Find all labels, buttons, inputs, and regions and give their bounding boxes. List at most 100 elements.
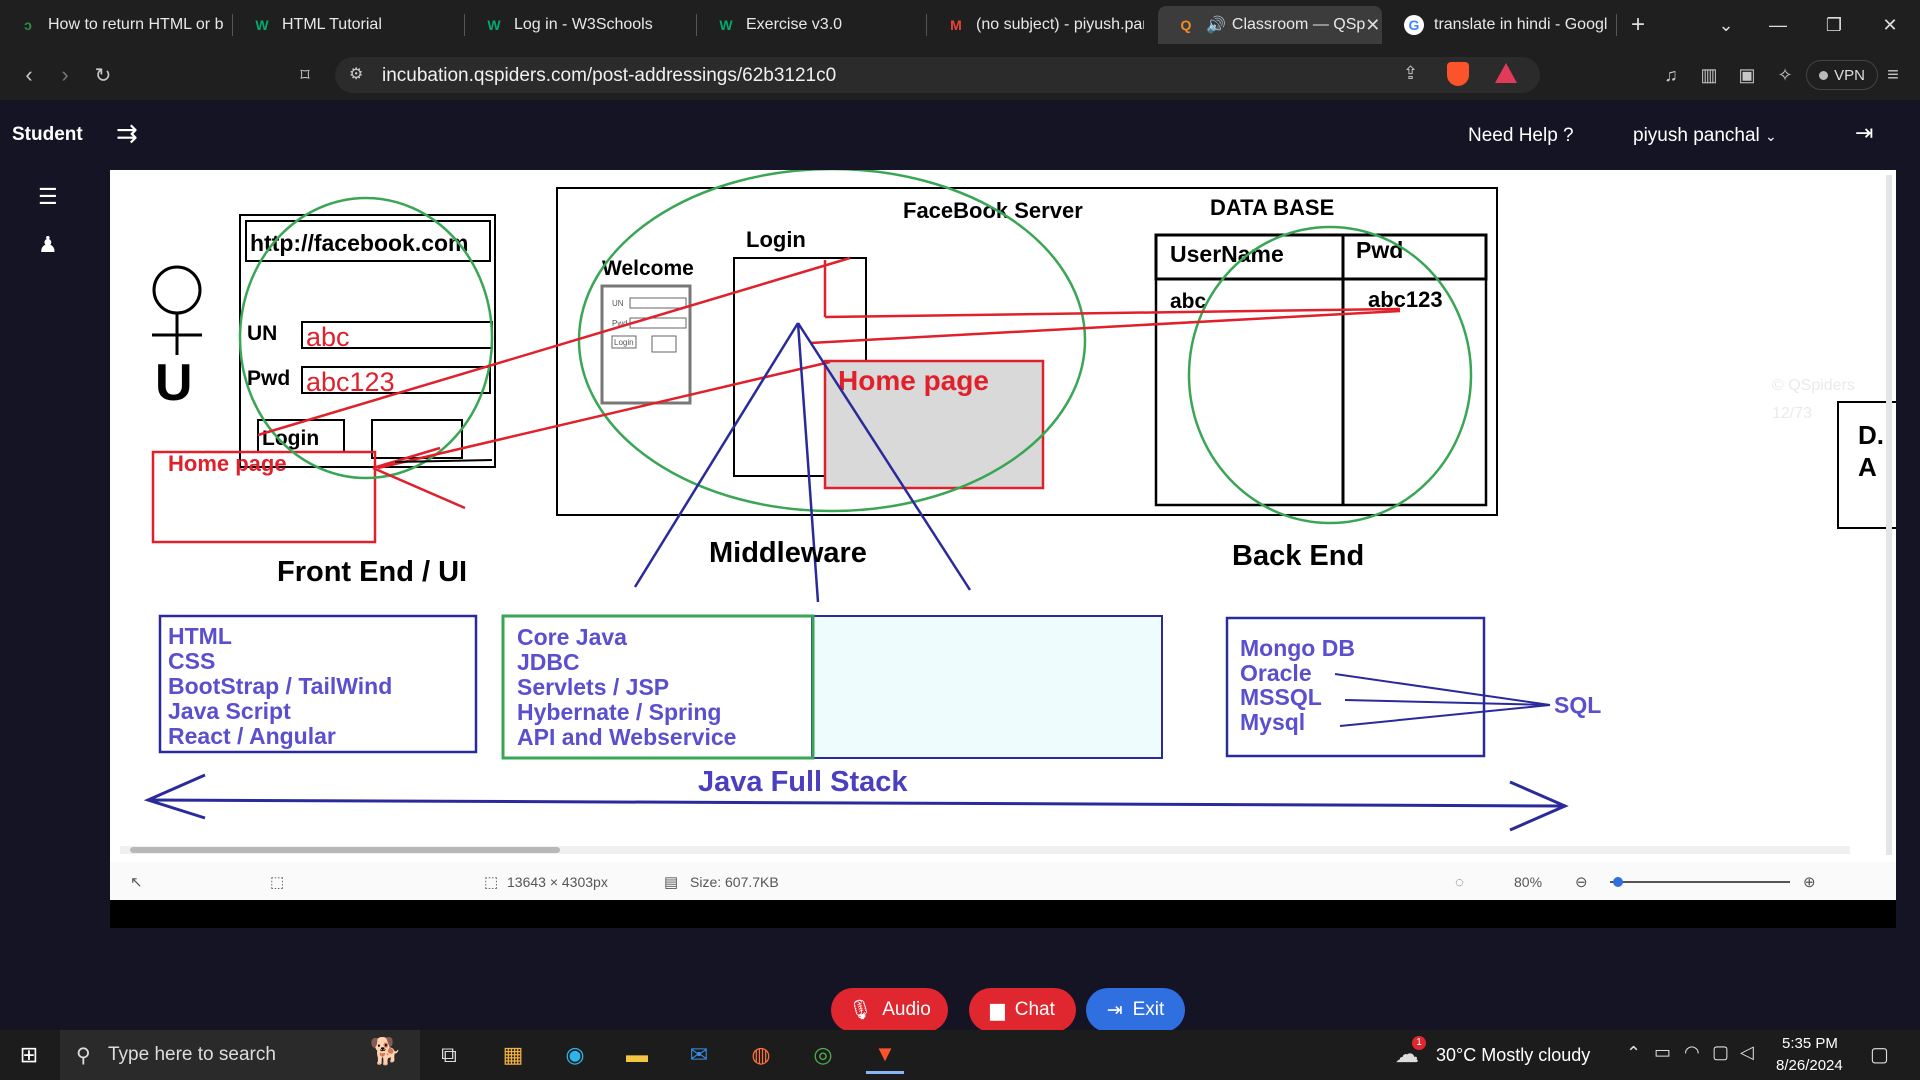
sql-line-mysql <box>1339 704 1551 727</box>
w3schools-icon: W <box>487 17 501 33</box>
media-icon[interactable]: ♫ <box>1664 64 1678 85</box>
mail-icon[interactable]: ✉ <box>689 1042 709 1067</box>
mini-un-label: UN <box>612 299 624 308</box>
w3schools-icon: W <box>255 17 269 33</box>
welcome-page-box <box>600 284 692 405</box>
zoom-slider-thumb[interactable] <box>1613 877 1623 887</box>
new-tab-icon[interactable]: + <box>1630 11 1645 38</box>
vpn-dot-icon <box>1819 70 1829 80</box>
tab-separator <box>1616 14 1617 36</box>
close-icon[interactable]: ✕ <box>1365 14 1381 35</box>
vpn-button[interactable]: VPN <box>1806 60 1878 90</box>
notifications-icon[interactable]: ▢ <box>1870 1044 1889 1066</box>
address-bar[interactable]: ⚙ incubation.qspiders.com/post-addressin… <box>335 57 1540 93</box>
chevron-up-icon[interactable]: ⌃ <box>1626 1043 1642 1063</box>
need-help-link[interactable]: Need Help ? <box>1468 125 1574 146</box>
tab-exercise[interactable]: W Exercise v3.0 <box>698 6 924 44</box>
forward-icon[interactable]: › <box>61 62 69 87</box>
tab-html-tutorial[interactable]: W HTML Tutorial <box>234 6 462 44</box>
tab-google-translate[interactable]: G translate in hindi - Googl <box>1386 6 1612 44</box>
tab-w3-login[interactable]: W Log in - W3Schools <box>466 6 694 44</box>
frontend-circle <box>238 196 494 480</box>
middleware-line-center <box>796 322 820 603</box>
pointer-icon[interactable]: ↖ <box>130 874 143 891</box>
leo-ai-icon[interactable]: ✧ <box>1777 64 1793 85</box>
tab-title: Log in - W3Schools <box>514 16 653 33</box>
watermark-text: 12/73 <box>1772 405 1812 422</box>
url-text[interactable]: incubation.qspiders.com/post-addressings… <box>382 65 837 86</box>
weather-text[interactable]: 30°C Mostly cloudy <box>1436 1045 1591 1065</box>
brave-rewards-icon[interactable] <box>1495 63 1517 83</box>
share-icon[interactable]: ⇪ <box>1403 63 1419 83</box>
fullstack-arrow-right <box>1509 780 1569 832</box>
exit-button[interactable]: ⇥Exit <box>1086 988 1185 1032</box>
battery-icon[interactable]: ▭ <box>1654 1042 1672 1062</box>
tab-title: How to return HTML or b <box>48 16 224 33</box>
student-icon[interactable]: ♟ <box>38 232 58 257</box>
backend-tech-list: Mongo DB Oracle MSSQL Mysql <box>1240 635 1355 735</box>
viewer-horizontal-scroll-thumb[interactable] <box>130 847 560 853</box>
tab-gfg[interactable]: ↄ How to return HTML or b <box>0 6 230 44</box>
task-view-icon[interactable]: ⧉ <box>441 1042 457 1067</box>
chevron-down-icon[interactable]: ⌄ <box>1718 14 1734 35</box>
flow-arrowhead <box>372 446 441 470</box>
flow-line-db <box>824 307 1401 319</box>
weather-badge: 1 <box>1412 1036 1426 1050</box>
speaker-icon: 🔊 <box>1206 17 1226 34</box>
list-icon[interactable]: ☰ <box>38 184 58 209</box>
menu-icon[interactable]: ≡ <box>1887 63 1899 86</box>
window-close-icon[interactable]: ✕ <box>1882 14 1898 35</box>
chat-button[interactable]: ▆Chat <box>969 988 1076 1032</box>
brave-shield-icon[interactable] <box>1447 62 1469 86</box>
w3schools-icon: W <box>719 17 733 33</box>
wallet-icon[interactable]: ▣ <box>1738 64 1756 85</box>
fullstack-label: Java Full Stack <box>698 766 908 798</box>
file-explorer-icon[interactable]: ▬ <box>626 1042 648 1067</box>
windows-taskbar: ⊞ ⚲ Type here to search 🐕 ⧉ ▦ ◉ ▬ ✉ ◍ ◎ … <box>0 1030 1920 1080</box>
bookmark-icon[interactable]: ⌑ <box>300 64 310 85</box>
sidebar-toggle-icon[interactable]: ▥ <box>1700 64 1718 85</box>
collapse-menu-icon[interactable]: ⇉ <box>116 118 138 148</box>
edge-icon[interactable]: ◉ <box>565 1042 585 1067</box>
display-icon[interactable]: ▢ <box>1712 1042 1730 1062</box>
logout-icon[interactable]: ⇥ <box>1855 120 1874 145</box>
back-icon[interactable]: ‹ <box>25 62 33 87</box>
restore-icon[interactable]: ❐ <box>1825 14 1843 35</box>
user-menu[interactable]: piyush panchal ⌄ <box>1633 125 1777 147</box>
tab-classroom[interactable]: Q 🔊 Classroom — QSp ✕ <box>1158 6 1382 44</box>
select-icon[interactable]: ⬚ <box>270 874 284 891</box>
taskbar-search[interactable]: ⚲ Type here to search 🐕 <box>60 1030 420 1080</box>
firefox-icon[interactable]: ◍ <box>751 1042 771 1067</box>
mini-un-box <box>629 297 687 309</box>
tab-gmail[interactable]: M (no subject) - piyush.panc <box>928 6 1144 44</box>
frontend-tech-box <box>158 614 478 754</box>
clock-date[interactable]: 8/26/2024 <box>1776 1057 1843 1074</box>
zoom-in-icon[interactable]: ⊕ <box>1803 874 1816 891</box>
viewer-vertical-scrollbar[interactable] <box>1886 175 1892 855</box>
diagram-viewer: U http://facebook.com UN abc Pwd abc123 … <box>110 167 1909 900</box>
viewer-horizontal-scrollbar[interactable] <box>120 846 1850 854</box>
gmail-icon: M <box>950 17 962 33</box>
zoom-out-icon[interactable]: ⊖ <box>1575 874 1588 891</box>
minimize-icon[interactable]: — <box>1769 14 1787 35</box>
server-homepage-box <box>823 359 1045 490</box>
watermark-text: © QSpiders <box>1772 377 1855 394</box>
flow-line-homepage <box>377 360 831 470</box>
db-value-username: abc <box>1170 290 1207 313</box>
store-icon[interactable]: ▦ <box>502 1042 524 1067</box>
clock-time[interactable]: 5:35 PM <box>1782 1035 1838 1052</box>
reload-icon[interactable]: ↻ <box>94 64 112 87</box>
site-settings-icon[interactable]: ⚙ <box>349 66 364 83</box>
volume-icon[interactable]: ◁ <box>1740 1042 1754 1062</box>
sql-label: SQL <box>1554 692 1601 718</box>
sql-line-mssql <box>1344 699 1551 706</box>
chrome-icon[interactable]: ◎ <box>813 1042 833 1067</box>
windows-start-icon[interactable]: ⊞ <box>19 1042 39 1067</box>
brave-icon[interactable]: ▼ <box>866 1036 904 1074</box>
wifi-icon[interactable]: ◠ <box>1684 1042 1700 1062</box>
tech-item: Mongo DB <box>1240 635 1355 661</box>
welcome-label: Welcome <box>602 257 694 280</box>
backend-circle <box>1187 225 1473 525</box>
audio-button[interactable]: 🎙Audio <box>831 988 948 1032</box>
fit-icon[interactable]: ◌ <box>1455 874 1464 891</box>
